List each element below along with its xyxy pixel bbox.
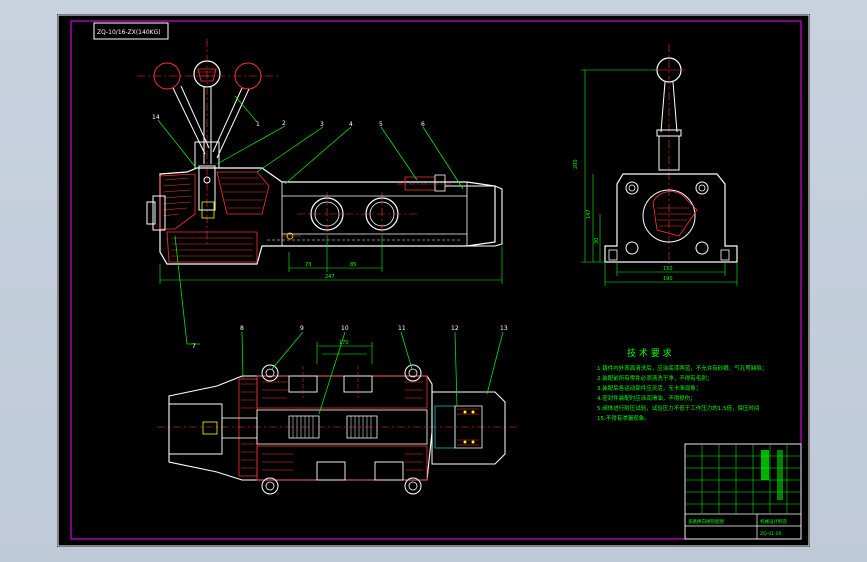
dim-bottom-top-1: 170 [339, 340, 349, 346]
title-tag-box [93, 22, 169, 40]
section-view: 170 8 9 10 11 12 13 [157, 325, 517, 495]
balloon-3: 3 [320, 121, 324, 128]
dim-front-overall: 247 [325, 274, 335, 280]
side-view: 200 147 30 150 190 [573, 44, 738, 286]
inner-frame [70, 20, 802, 540]
title-block: 多路换向阀装配图 机械设计制造 ZQ-01-00 [684, 443, 802, 540]
dim-side-height: 200 [573, 159, 579, 169]
side-valve-body [604, 173, 738, 263]
dim-front-small-2: 85 [350, 262, 356, 268]
title-block-name: 多路换向阀装配图 [688, 518, 724, 525]
balloon-2: 2 [282, 120, 286, 127]
balloon-5: 5 [379, 121, 383, 128]
balloon-4: 4 [349, 121, 353, 128]
title-block-code: ZQ-01-00 [760, 531, 782, 537]
tech-title: 技 术 要 求 [627, 347, 672, 359]
dim-side-mid: 147 [586, 209, 592, 219]
dim-side-base-2: 190 [663, 276, 673, 282]
balloon-1: 1 [256, 121, 260, 128]
tech-requirements: 技 术 要 求 1.铸件内外表面清洗后，应涂底漆两道，不允许有砂眼、气孔等缺陷；… [597, 347, 767, 422]
title-tag-text: ZQ-10/16-ZX(140KG) [97, 29, 161, 36]
tech-line-4: 4.密封件装配时应涂润滑油，不得损伤； [597, 394, 696, 402]
title-block-company: 机械设计制造 [760, 518, 787, 525]
balloon-8: 8 [240, 325, 244, 332]
ball-section-hatch [197, 68, 217, 82]
dim-side-base-1: 150 [663, 266, 673, 272]
balloon-6: 6 [421, 121, 425, 128]
balloon-12: 12 [451, 325, 459, 332]
drawing-canvas[interactable]: ZQ-10/16-ZX(140KG) [57, 14, 810, 547]
dim-front-small-1: 73 [305, 262, 311, 268]
front-view: 73 85 247 14 2 3 4 5 6 1 [137, 39, 503, 350]
outer-frame [57, 14, 810, 547]
balloon-7: 7 [192, 343, 196, 350]
tech-line-1: 1.铸件内外表面清洗后，应涂底漆两道，不允许有砂眼、气孔等缺陷； [597, 364, 767, 372]
dim-side-low: 30 [594, 238, 600, 244]
tech-line-3: 3.装配后各运动部件应灵活，无卡滞现象； [597, 384, 701, 392]
tech-line-6: 15.不得有渗漏现象。 [597, 414, 650, 422]
front-valve-body [159, 167, 496, 265]
cad-drawing: ZQ-10/16-ZX(140KG) [57, 14, 810, 547]
balloon-9: 9 [300, 325, 304, 332]
tech-line-5: 5.阀体进行耐压试验，试验压力不低于工作压力的1.5倍，保压时间 [597, 404, 760, 412]
balloon-10: 10 [341, 325, 349, 332]
balloon-11: 11 [398, 325, 406, 332]
balloon-14: 14 [152, 114, 160, 121]
tech-line-2: 2.装配前所有零件必须清洗干净，不得有毛刺； [597, 374, 712, 382]
balloon-13: 13 [500, 325, 508, 332]
